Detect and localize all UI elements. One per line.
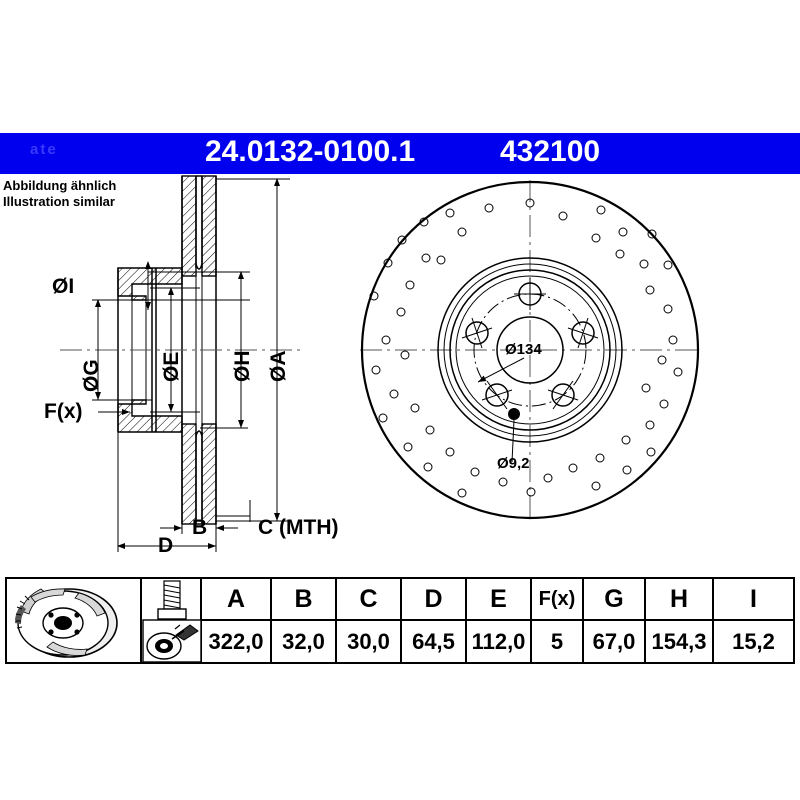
table-header-h: H <box>669 584 689 613</box>
dim-label-g: ØG <box>80 359 103 392</box>
bolt-hole <box>461 317 493 349</box>
dim-e <box>150 287 200 413</box>
dim-label-e: ØE <box>160 351 183 382</box>
table-header-i: I <box>750 584 757 613</box>
drilled-hole-callout <box>508 408 520 463</box>
bolt-hole <box>481 380 513 410</box>
table-column-b: B 32,0 <box>272 579 337 662</box>
table-value-i: 15,2 <box>714 619 793 662</box>
hat-circle-2 <box>443 263 617 437</box>
dim-label-d: D <box>158 534 174 557</box>
table-header-g: G <box>604 584 624 613</box>
brand-watermark: ate <box>30 141 58 158</box>
drilled-holes <box>369 198 683 498</box>
reference-number: 432100 <box>500 135 601 168</box>
hat-circle-4 <box>455 275 605 425</box>
face-view <box>360 180 700 520</box>
hub-hat-lower <box>117 399 183 433</box>
table-header-fx: F(x) <box>538 587 576 610</box>
table-column-g: G 67,0 <box>584 579 646 662</box>
dim-a <box>216 178 290 522</box>
bolt-hole <box>514 278 546 310</box>
disc-outer-circle <box>360 180 700 520</box>
hat-circle-3 <box>449 269 611 431</box>
table-column-fx: F(x) 5 <box>532 579 584 662</box>
table-column-i: I 15,2 <box>714 579 793 662</box>
dim-label-fx: F(x) <box>44 400 83 423</box>
table-value-h: 154,3 <box>646 619 712 662</box>
dim-label-h: ØH <box>231 350 254 383</box>
bolt-hole <box>547 380 579 410</box>
dim-d <box>117 430 217 552</box>
dim-label-i: ØI <box>52 275 75 298</box>
note-line-en: Illustration similar <box>3 194 115 209</box>
dim-label-a: ØA <box>267 350 290 383</box>
table-header-e: E <box>490 584 507 613</box>
table-column-h: H 154,3 <box>646 579 714 662</box>
disc-ring-upper <box>181 175 217 277</box>
brake-disc-icon <box>14 588 118 658</box>
hat-circle-1 <box>437 257 623 443</box>
disc-image-cell <box>7 579 142 662</box>
dim-c <box>216 500 251 522</box>
table-value-c: 30,0 <box>337 619 400 662</box>
table-header-a: A <box>226 584 246 613</box>
bolt-icon <box>157 580 187 620</box>
table-value-e: 112,0 <box>467 619 530 662</box>
bolt-circle-leader <box>477 357 525 383</box>
bolt-mth-cell <box>142 579 202 663</box>
disc-ring-lower <box>181 423 217 525</box>
thickness-gauge-icon <box>142 619 202 663</box>
dim-label-c: C (MTH) <box>258 516 339 539</box>
bolt-hole <box>567 317 599 349</box>
spec-table: A 322,0 B 32,0 C 30,0 D 64,5 E 112,0 F(x… <box>5 577 795 664</box>
table-column-e: E 112,0 <box>467 579 532 662</box>
table-column-c: C 30,0 <box>337 579 402 662</box>
illustration-note: Abbildung ähnlich Illustration similar <box>3 178 116 210</box>
table-value-a: 322,0 <box>202 619 270 662</box>
cross-section-view <box>60 175 300 552</box>
bolt-circle-label: Ø134 <box>505 341 542 358</box>
part-number: 24.0132-0100.1 <box>205 135 416 168</box>
table-value-fx: 5 <box>532 619 582 662</box>
dim-h <box>200 271 248 429</box>
dim-label-b: B <box>192 516 208 539</box>
table-header-d: D <box>424 584 443 613</box>
note-line-de: Abbildung ähnlich <box>3 178 117 193</box>
header-bar: ate <box>0 133 800 174</box>
table-value-b: 32,0 <box>272 619 335 662</box>
table-header-c: C <box>359 584 378 613</box>
center-bore <box>496 316 564 384</box>
table-header-b: B <box>294 584 313 613</box>
table-column-d: D 64,5 <box>402 579 467 662</box>
table-column-a: A 322,0 <box>202 579 272 662</box>
bolt-circle <box>473 293 587 407</box>
hub-hat-upper <box>117 267 183 301</box>
table-value-g: 67,0 <box>584 619 644 662</box>
dim-g <box>92 299 152 401</box>
table-value-d: 64,5 <box>402 619 465 662</box>
bolt-holes <box>461 278 599 410</box>
hole-diameter-label: Ø9,2 <box>497 455 530 472</box>
